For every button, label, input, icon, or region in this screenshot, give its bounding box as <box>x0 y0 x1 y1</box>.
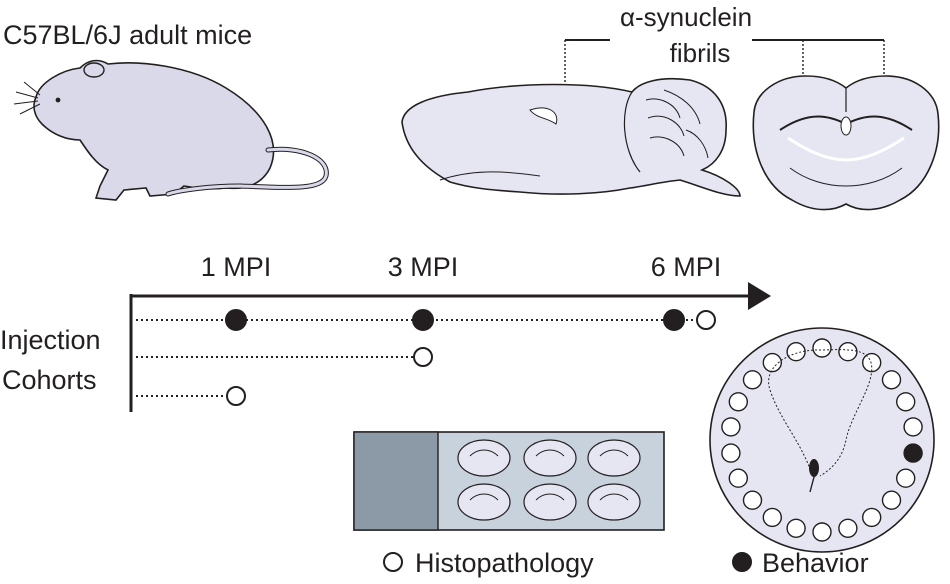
maze-hole <box>721 417 741 437</box>
legend: Histopathology Behavior <box>383 548 869 578</box>
histopathology-legend-label: Histopathology <box>415 548 594 578</box>
maze-hole <box>903 417 923 437</box>
brain-section <box>457 439 511 477</box>
maze-hole <box>838 518 858 538</box>
histopathology-legend-marker <box>383 552 403 572</box>
water-maze <box>709 327 935 553</box>
maze-hole <box>881 490 902 510</box>
brain-section <box>457 483 511 521</box>
maze-hole <box>896 468 916 488</box>
maze-hole <box>762 352 782 373</box>
histopathology-marker <box>226 386 246 406</box>
maze-hole <box>862 507 882 528</box>
maze-hole <box>742 370 763 390</box>
maze-hole <box>862 352 882 373</box>
behavior-legend-marker <box>732 552 752 572</box>
escape-hole-target <box>903 443 923 463</box>
maze-hole <box>896 392 916 412</box>
brain-section <box>523 483 577 521</box>
maze-hole <box>786 518 806 538</box>
histopathology-marker <box>413 347 433 367</box>
brain-section <box>523 439 577 477</box>
brain-section <box>587 439 641 477</box>
maze-hole <box>812 338 832 358</box>
cohort-rows <box>136 309 716 406</box>
histology-slide <box>353 431 665 531</box>
sagittal-brain <box>401 77 741 197</box>
cohort-label-line2: Cohorts <box>2 365 97 395</box>
injection-label-line2: fibrils <box>670 38 731 68</box>
maze-hole <box>721 443 741 463</box>
behavior-legend-label: Behavior <box>762 548 869 578</box>
maze-hole <box>742 490 763 510</box>
behavior-marker <box>663 309 685 331</box>
behavior-marker <box>412 309 434 331</box>
tick-label-3mpi: 3 MPI <box>388 252 459 282</box>
maze-hole <box>728 468 748 488</box>
cohort-label-line1: Injection <box>0 325 101 355</box>
injection-label-line1: α-synuclein <box>620 2 752 32</box>
histopathology-marker <box>696 310 716 330</box>
behavior-marker <box>225 309 247 331</box>
maze-hole <box>762 507 782 528</box>
timeline: 1 MPI 3 MPI 6 MPI <box>129 252 771 412</box>
coronal-brain <box>752 75 940 211</box>
maze-hole <box>728 392 748 412</box>
maze-hole <box>812 522 832 542</box>
mouse-illustration <box>13 59 329 201</box>
brain-section <box>587 483 641 521</box>
tick-label-1mpi: 1 MPI <box>201 252 272 282</box>
mouse-strain-label: C57BL/6J adult mice <box>3 20 252 50</box>
tick-label-6mpi: 6 MPI <box>651 252 722 282</box>
maze-hole <box>838 342 858 362</box>
timeline-arrowhead <box>748 282 771 310</box>
maze-hole <box>881 370 902 390</box>
maze-hole <box>786 342 806 362</box>
